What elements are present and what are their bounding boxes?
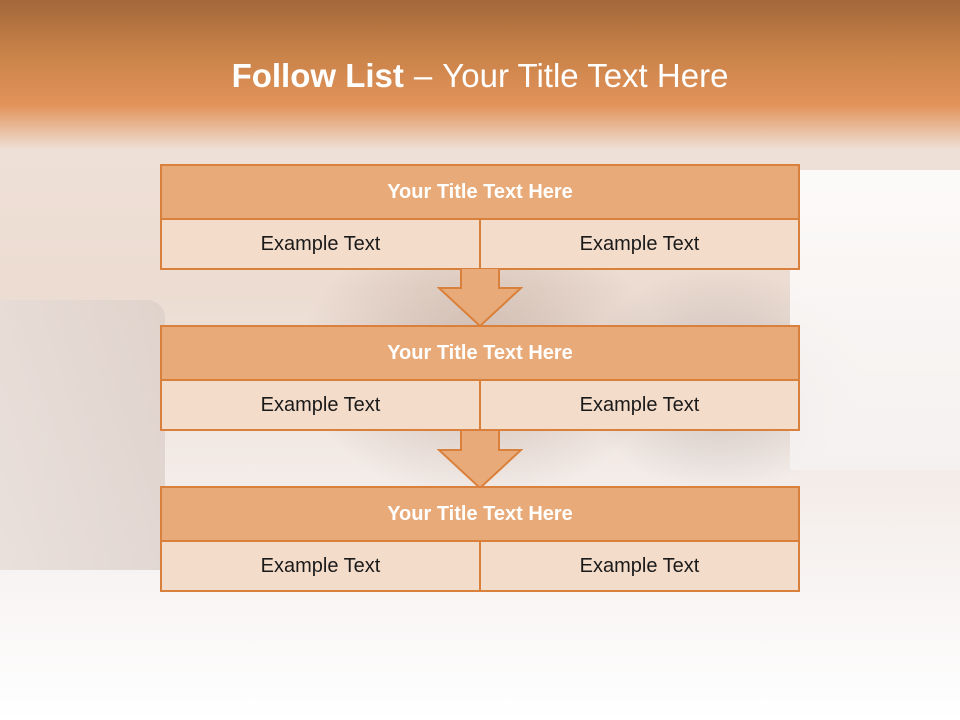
slide-title-dash: –: [413, 57, 433, 94]
block-cell-right: Example Text: [481, 220, 800, 270]
list-block-2: Your Title Text Here Example Text Exampl…: [160, 325, 800, 431]
block-cell-right: Example Text: [481, 542, 800, 592]
block-cell-left: Example Text: [160, 220, 481, 270]
list-block-1: Your Title Text Here Example Text Exampl…: [160, 164, 800, 270]
slide-title-rest: Your Title Text Here: [442, 57, 729, 94]
slide-title: Follow List–Your Title Text Here: [0, 56, 960, 96]
block-row: Example Text Example Text: [160, 381, 800, 431]
block-heading: Your Title Text Here: [160, 325, 800, 381]
background-bedsheet: [0, 570, 960, 720]
background-window: [790, 170, 960, 470]
block-row: Example Text Example Text: [160, 542, 800, 592]
block-cell-left: Example Text: [160, 381, 481, 431]
down-arrow-icon: [437, 268, 523, 328]
block-cell-left: Example Text: [160, 542, 481, 592]
down-arrow-icon: [437, 430, 523, 490]
background-laptop: [0, 300, 165, 580]
block-heading: Your Title Text Here: [160, 486, 800, 542]
block-heading: Your Title Text Here: [160, 164, 800, 220]
list-block-3: Your Title Text Here Example Text Exampl…: [160, 486, 800, 592]
slide-title-bold: Follow List: [231, 57, 404, 94]
block-cell-right: Example Text: [481, 381, 800, 431]
block-row: Example Text Example Text: [160, 220, 800, 270]
title-band: [0, 0, 960, 150]
